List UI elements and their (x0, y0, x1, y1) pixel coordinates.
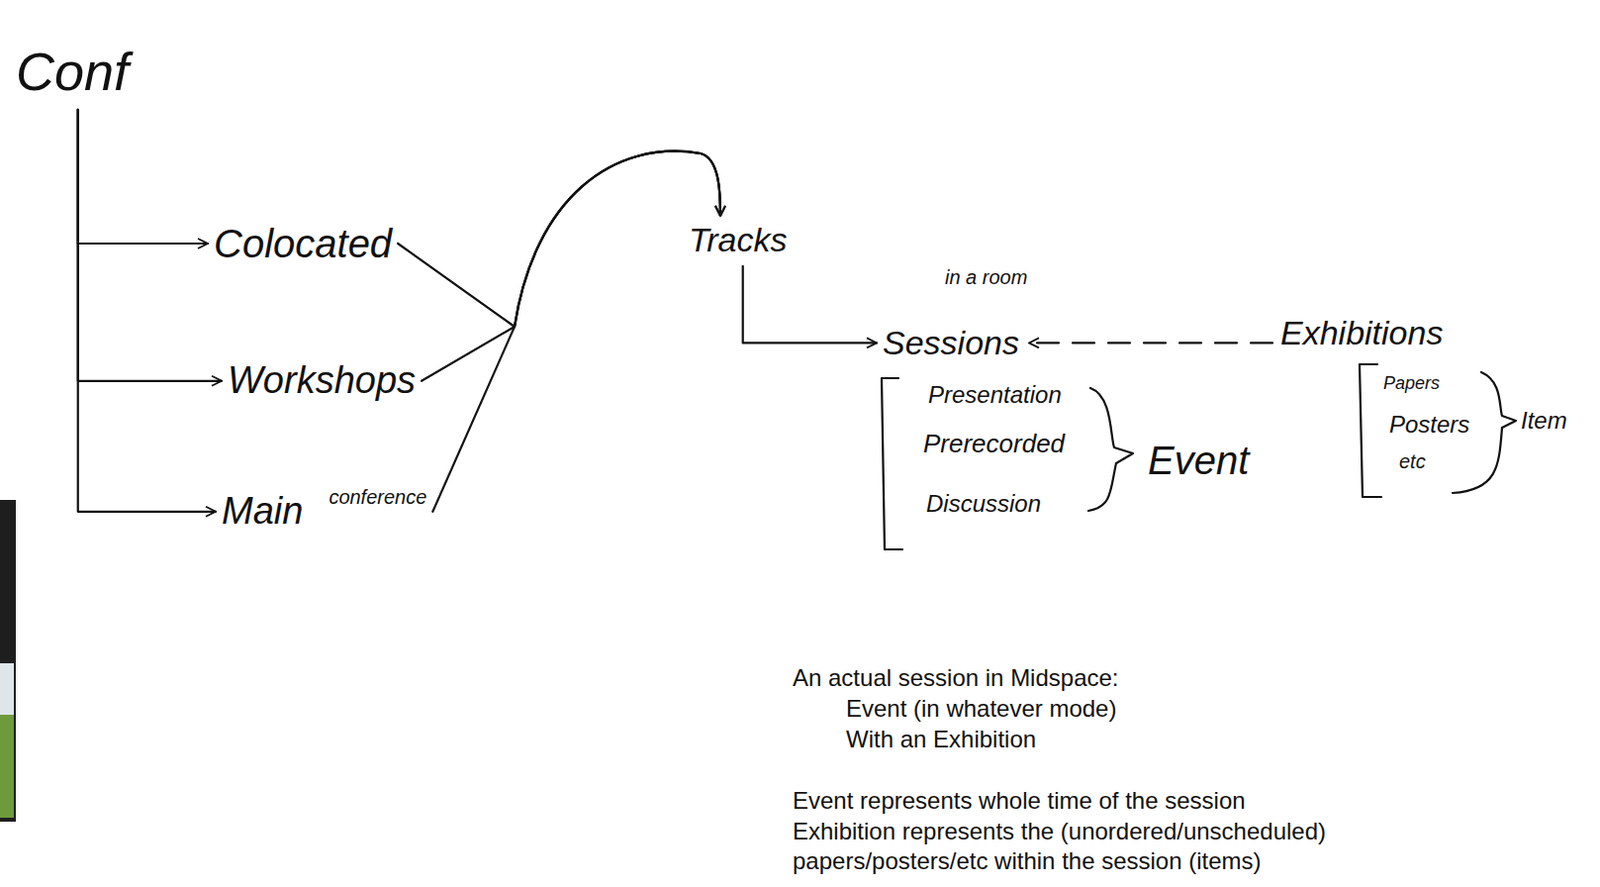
node-title: Tracks (688, 219, 787, 261)
arrow-connector (78, 109, 222, 381)
node-title: Sessions (882, 322, 1020, 364)
arrow-connector (1029, 341, 1273, 344)
arrow-connector (78, 109, 216, 512)
colocated-node: Colocated (213, 219, 392, 268)
note-text: An actual session in Midspace: (792, 662, 1120, 693)
handwritten-label: Prerecorded (923, 427, 1065, 461)
handwritten-label: Presentation (928, 379, 1062, 410)
arrow-connector (421, 151, 721, 381)
node-title: Conf (15, 39, 129, 104)
main-conference-node: Mainconference (221, 488, 427, 535)
handwritten-label: in a room (944, 265, 1028, 290)
note-text: Exhibition represents the (unordered/uns… (792, 816, 1476, 876)
node-title: Colocated (213, 219, 392, 268)
arrow-connector (432, 151, 721, 512)
arrow-connector (78, 109, 208, 244)
event-brace (1088, 387, 1133, 511)
conf-root: Conf (15, 39, 129, 104)
arrow-connector (743, 266, 877, 344)
video-thumbnail (0, 499, 16, 822)
handwritten-label: Papers (1383, 372, 1440, 395)
handwritten-label: Event (1147, 435, 1249, 485)
handwritten-label: Item (1520, 405, 1568, 436)
note-text: Event (in whatever mode) (846, 693, 1117, 724)
note-text: Event represents whole time of the sessi… (792, 785, 1246, 816)
workshops-node: Workshops (227, 358, 416, 404)
exhibition-bracket (1359, 364, 1382, 497)
node-title: Main (221, 488, 303, 535)
session-bracket (881, 377, 903, 550)
handwritten-label: Posters (1389, 409, 1470, 440)
handwritten-label: etc (1399, 449, 1426, 474)
exhibitions-node: Exhibitions (1280, 312, 1443, 354)
note-text: With an Exhibition (846, 724, 1036, 754)
arrow-connector (397, 151, 721, 327)
node-title: Workshops (227, 358, 416, 404)
tracks-node: Tracks (688, 219, 787, 261)
handwritten-label: Discussion (926, 488, 1041, 519)
sessions-node: Sessions (882, 322, 1020, 364)
node-subtitle: conference (328, 484, 427, 509)
node-title: Exhibitions (1280, 312, 1443, 354)
